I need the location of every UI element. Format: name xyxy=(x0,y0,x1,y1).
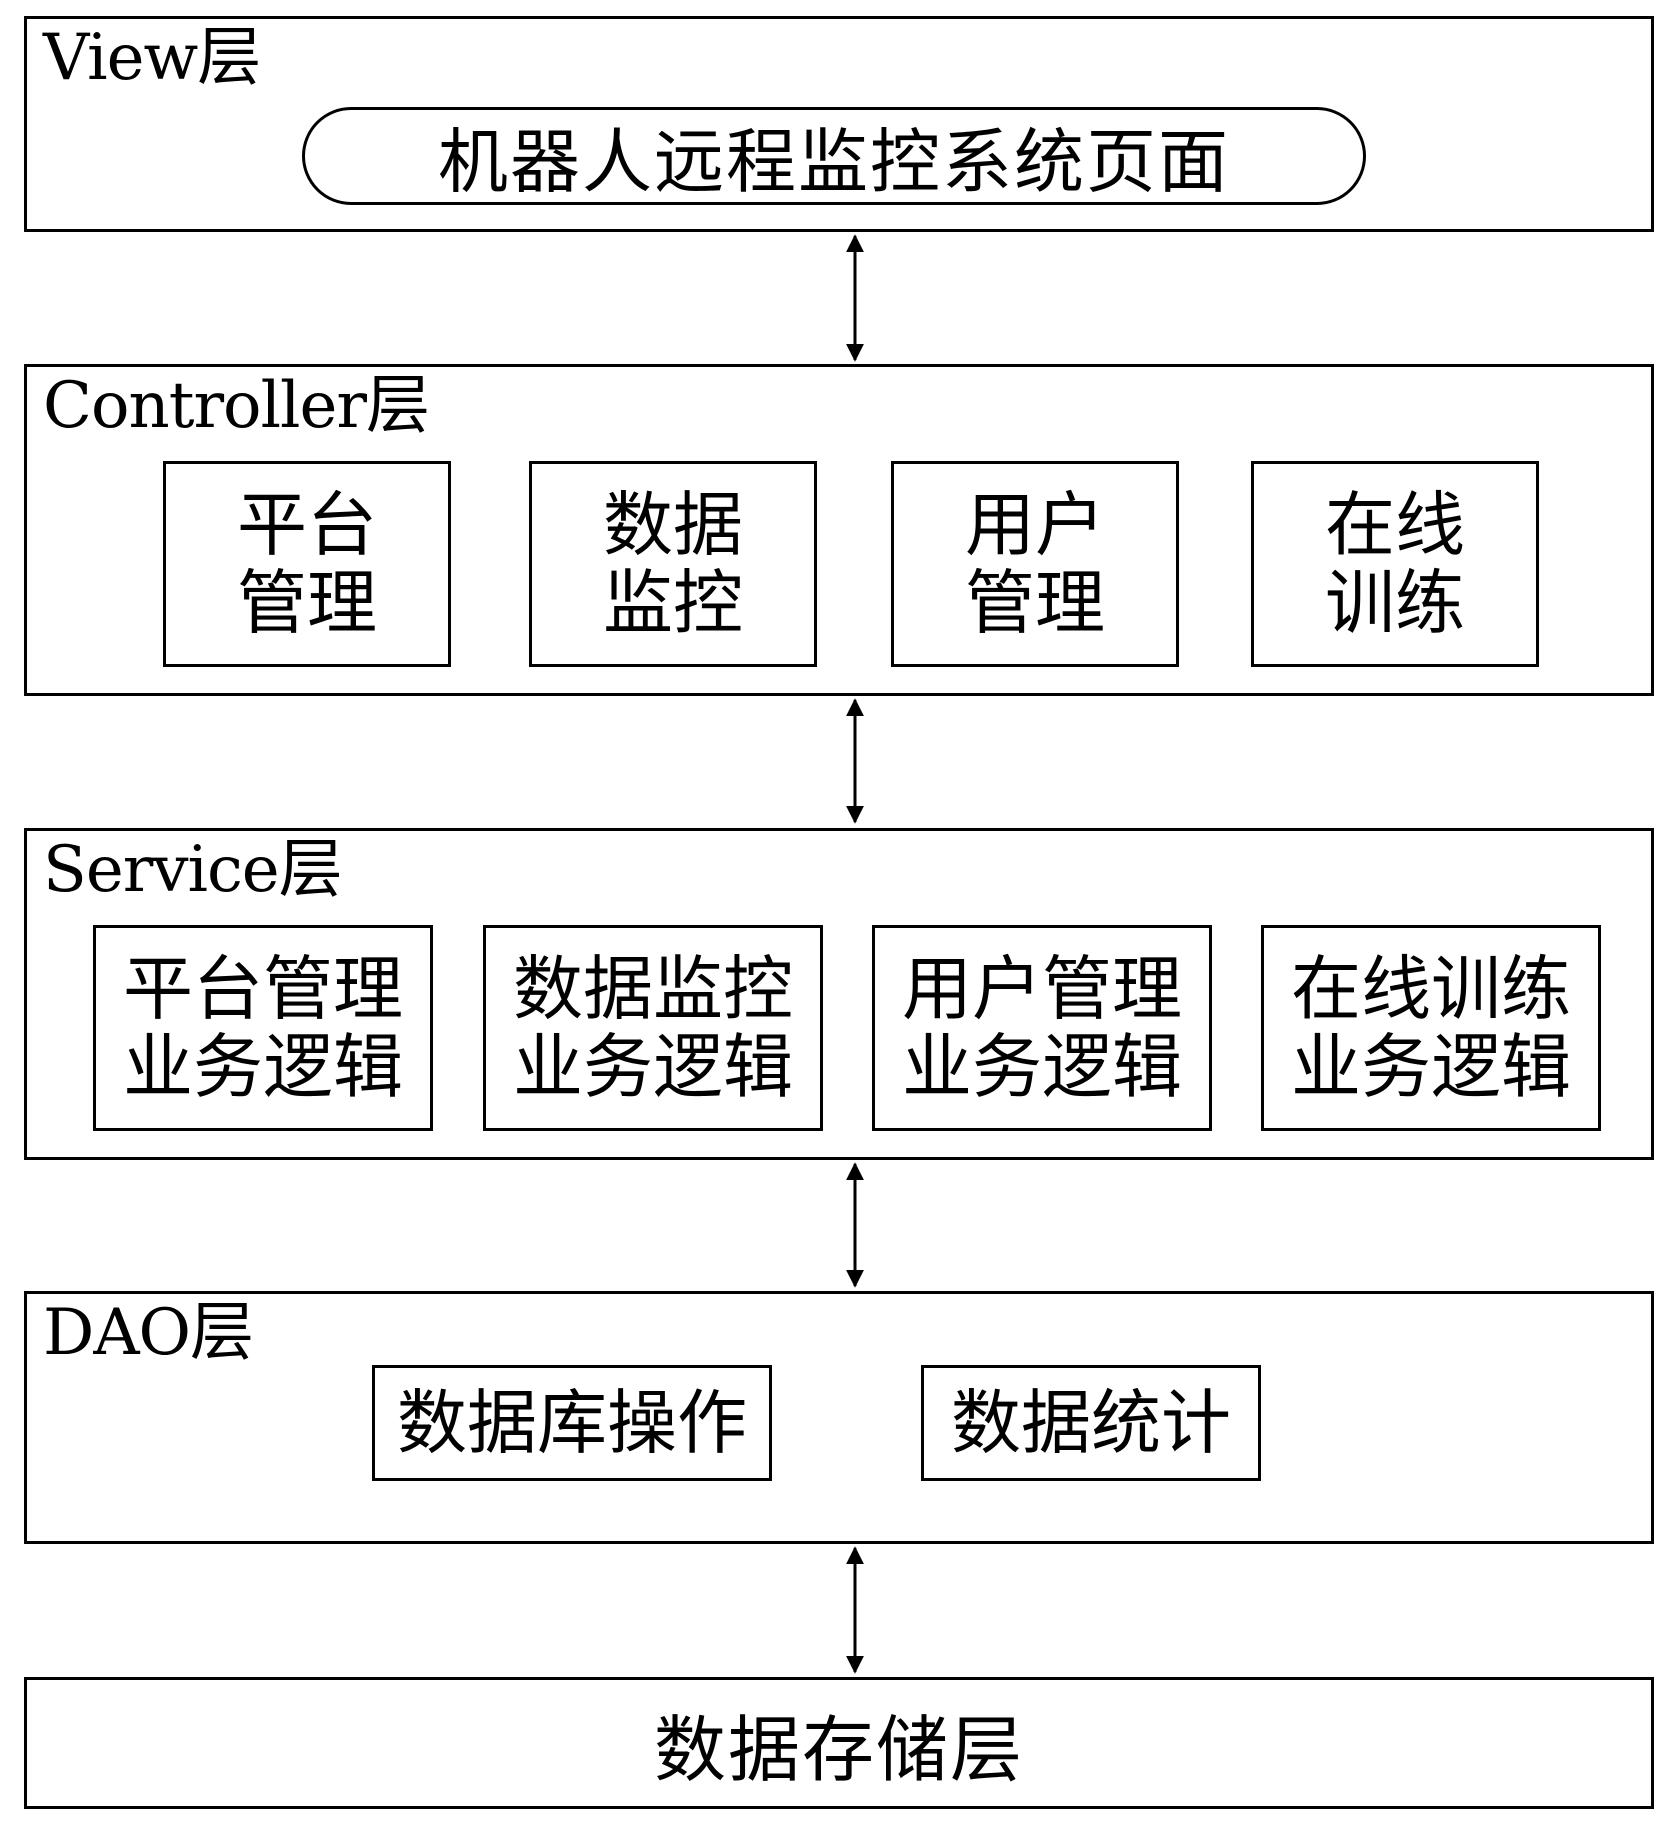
service-module-platform-management-logic: 平台管理 业务逻辑 xyxy=(93,925,433,1131)
dao-module-data-statistics: 数据统计 xyxy=(921,1365,1261,1481)
controller-layer-title: Controller层 xyxy=(43,369,430,443)
service-layer-title: Service层 xyxy=(43,833,343,907)
controller-module-user-management: 用户 管理 xyxy=(891,461,1179,667)
view-layer-title: View层 xyxy=(43,21,261,95)
robot-monitoring-page: 机器人远程监控系统页面 xyxy=(302,107,1366,205)
dao-module-database-operation: 数据库操作 xyxy=(372,1365,772,1481)
view-layer: View层 机器人远程监控系统页面 xyxy=(24,16,1654,232)
controller-module-platform-management: 平台 管理 xyxy=(163,461,451,667)
controller-layer: Controller层 平台 管理 数据 监控 用户 管理 在线 训练 xyxy=(24,364,1654,696)
dao-layer-title: DAO层 xyxy=(43,1296,254,1370)
service-module-user-management-logic: 用户管理 业务逻辑 xyxy=(872,925,1212,1131)
controller-module-data-monitoring: 数据 监控 xyxy=(529,461,817,667)
service-module-data-monitoring-logic: 数据监控 业务逻辑 xyxy=(483,925,823,1131)
dao-layer: DAO层 数据库操作 数据统计 xyxy=(24,1291,1654,1544)
data-storage-layer: 数据存储层 xyxy=(24,1677,1654,1809)
service-module-online-training-logic: 在线训练 业务逻辑 xyxy=(1261,925,1601,1131)
controller-module-online-training: 在线 训练 xyxy=(1251,461,1539,667)
service-layer: Service层 平台管理 业务逻辑 数据监控 业务逻辑 用户管理 业务逻辑 在… xyxy=(24,828,1654,1160)
